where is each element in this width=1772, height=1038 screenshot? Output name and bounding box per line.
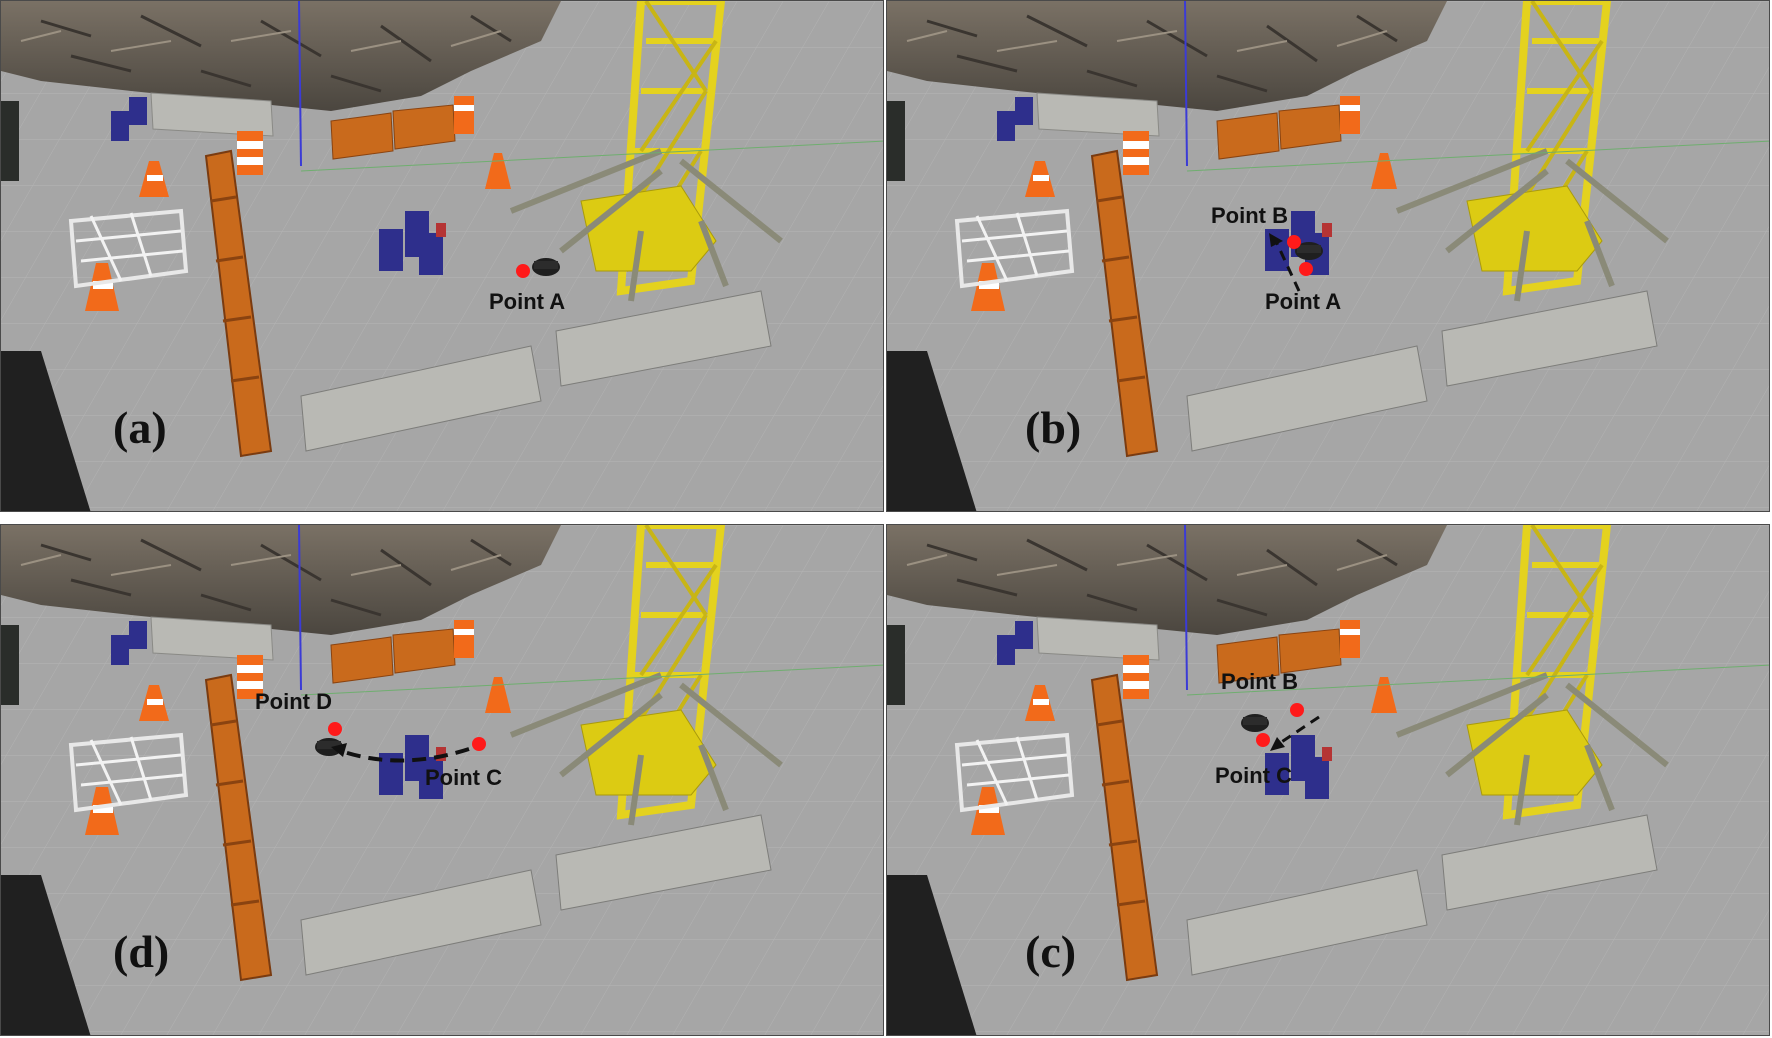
scene-a <box>1 1 884 512</box>
point-label: Point C <box>425 765 502 790</box>
scene-b <box>887 1 1770 512</box>
scene-d <box>1 525 884 1036</box>
point-a-marker <box>516 264 530 278</box>
robot-icon <box>1241 714 1269 732</box>
point-b-marker <box>1287 235 1301 249</box>
panel-b: Point B Point A (b) <box>886 0 1770 512</box>
point-label: Point A <box>1265 289 1342 314</box>
panel-c: Point B Point C (c) <box>886 524 1770 1036</box>
point-label: Point C <box>1215 763 1292 788</box>
panel-d: Point D Point C (d) <box>0 524 884 1036</box>
robot-icon <box>532 258 560 276</box>
point-a-marker <box>1299 262 1313 276</box>
point-label: Point A <box>489 289 566 314</box>
panel-letter: (a) <box>113 402 167 453</box>
point-label: Point B <box>1221 669 1298 694</box>
panel-a: Point A (a) <box>0 0 884 512</box>
scene-c <box>887 525 1770 1036</box>
point-b-marker <box>1290 703 1304 717</box>
panel-letter: (c) <box>1025 926 1077 977</box>
point-c-marker <box>1256 733 1270 747</box>
point-label: Point D <box>255 689 332 714</box>
point-d-marker <box>328 722 342 736</box>
point-label: Point B <box>1211 203 1288 228</box>
point-c-marker <box>472 737 486 751</box>
panel-letter: (d) <box>113 926 170 977</box>
panel-letter: (b) <box>1025 402 1082 453</box>
